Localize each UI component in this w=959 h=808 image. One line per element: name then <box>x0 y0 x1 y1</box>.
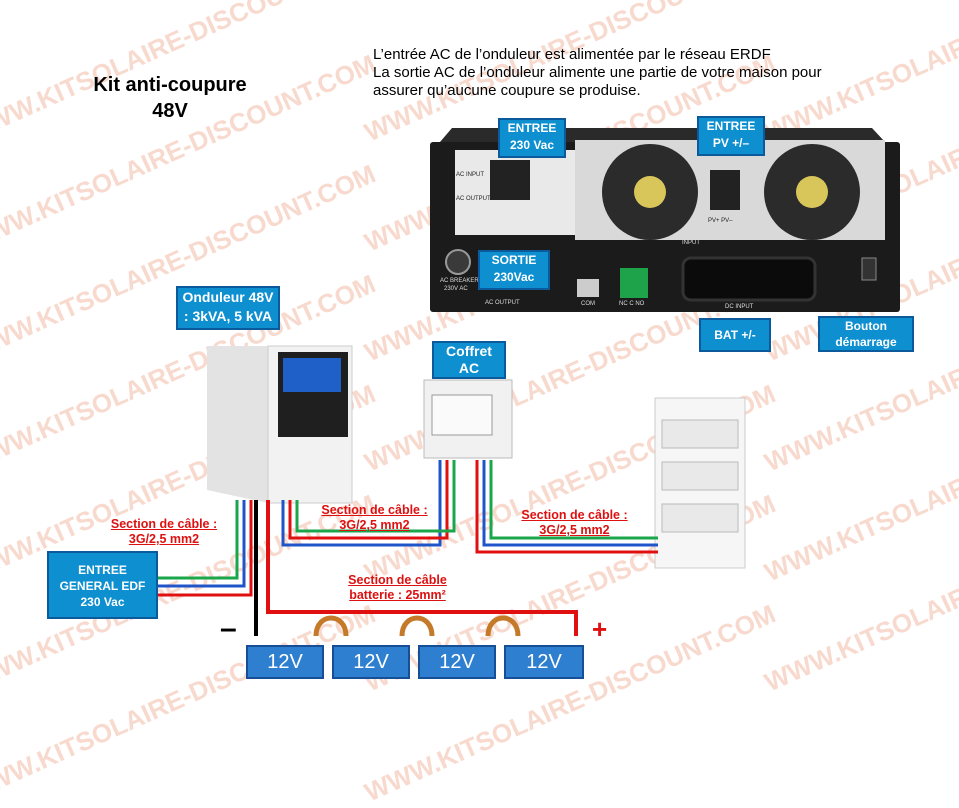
cable-label-coffret: Section de câble : 3G/2,5 mm2 <box>312 503 437 533</box>
label-bouton-demarrage: Bouton démarrage <box>818 316 914 352</box>
intro-text: L’entrée AC de l’onduleur est alimentée … <box>373 46 913 100</box>
label-sortie: SORTIE 230Vac <box>478 250 550 290</box>
label-sortie-line2: 230Vac <box>493 270 535 284</box>
cable-batterie-line2: batterie : 25mm² <box>349 588 446 602</box>
label-entree-pv-line1: ENTREE <box>706 119 756 133</box>
intro-line-2: La sortie AC de l’onduleur alimente une … <box>373 64 822 81</box>
label-entree-edf: ENTREE GENERAL EDF 230 Vac <box>47 551 158 619</box>
coffret-box <box>423 379 513 459</box>
cable-edf-line2: 3G/2,5 mm2 <box>128 532 200 546</box>
cable-tableau-line2: 3G/2,5 mm2 <box>539 523 610 537</box>
distribution-board <box>654 397 746 569</box>
label-entree-pv: ENTREE PV +/– <box>697 116 765 156</box>
panel-input: INPUT <box>682 240 700 246</box>
label-entree-ac-line1: ENTREE <box>507 121 557 135</box>
panel-pv: PV+ PV– <box>708 218 733 224</box>
label-coffret-line1: Coffret <box>446 343 492 359</box>
panel-ac-breaker: AC BREAKER <box>440 278 479 284</box>
title-line-2: 48V <box>152 100 188 122</box>
label-entree-ac: ENTREE 230 Vac <box>498 118 566 158</box>
plus-sign: + <box>592 614 608 644</box>
minus-sign: – <box>220 612 237 645</box>
cable-label-edf: Section de câble : 3G/2,5 mm2 <box>104 517 224 547</box>
label-entree-pv-line2: PV +/– <box>712 136 750 150</box>
battery-3: 12V <box>418 645 496 679</box>
label-sortie-line1: SORTIE <box>491 253 537 267</box>
battery-4: 12V <box>504 645 584 679</box>
label-edf-line3: 230 Vac <box>80 595 125 609</box>
cable-coffret-line2: 3G/2,5 mm2 <box>339 518 410 532</box>
battery-2: 12V <box>332 645 410 679</box>
label-coffret-ac: Coffret AC <box>432 341 506 379</box>
intro-line-1: L’entrée AC de l’onduleur est alimentée … <box>373 46 771 63</box>
label-edf-line1: ENTREE <box>78 563 127 577</box>
label-bouton-line1: Bouton <box>845 319 887 333</box>
label-bouton-line2: démarrage <box>835 335 897 349</box>
page-title: Kit anti-coupure 48V <box>60 72 280 124</box>
cable-label-tableau: Section de câble : 3G/2,5 mm2 <box>512 508 637 538</box>
label-onduleur-line2: : 3kVA, 5 kVA <box>183 308 273 324</box>
panel-ac-output-small: AC OUTPUT <box>456 196 491 202</box>
cable-batterie-line1: Section de câble <box>348 573 447 587</box>
panel-nc-c-no: NC C NO <box>619 301 645 307</box>
panel-ac-input: AC INPUT <box>456 172 485 178</box>
label-coffret-line2: AC <box>458 360 480 376</box>
cable-label-batterie: Section de câble batterie : 25mm² <box>335 573 460 603</box>
intro-line-3: assurer qu’aucune coupure se produise. <box>373 82 641 99</box>
panel-com: COM <box>581 301 595 307</box>
label-edf-line2: GENERAL EDF <box>59 579 146 593</box>
label-entree-ac-line2: 230 Vac <box>509 138 555 152</box>
title-line-1: Kit anti-coupure <box>93 74 247 96</box>
panel-dc-input: DC INPUT <box>725 304 754 310</box>
battery-1: 12V <box>246 645 324 679</box>
label-bat: BAT +/- <box>699 318 771 352</box>
cable-edf-line1: Section de câble : <box>110 517 218 531</box>
panel-ac-output: AC OUTPUT <box>485 300 520 306</box>
inverter-front <box>207 345 353 504</box>
cable-coffret-line1: Section de câble : <box>321 503 428 517</box>
label-onduleur-line1: Onduleur 48V <box>182 289 274 305</box>
cable-tableau-line1: Section de câble : <box>521 508 628 522</box>
panel-ac-breaker-v: 230V AC <box>444 286 468 292</box>
label-onduleur: Onduleur 48V : 3kVA, 5 kVA <box>176 286 280 330</box>
